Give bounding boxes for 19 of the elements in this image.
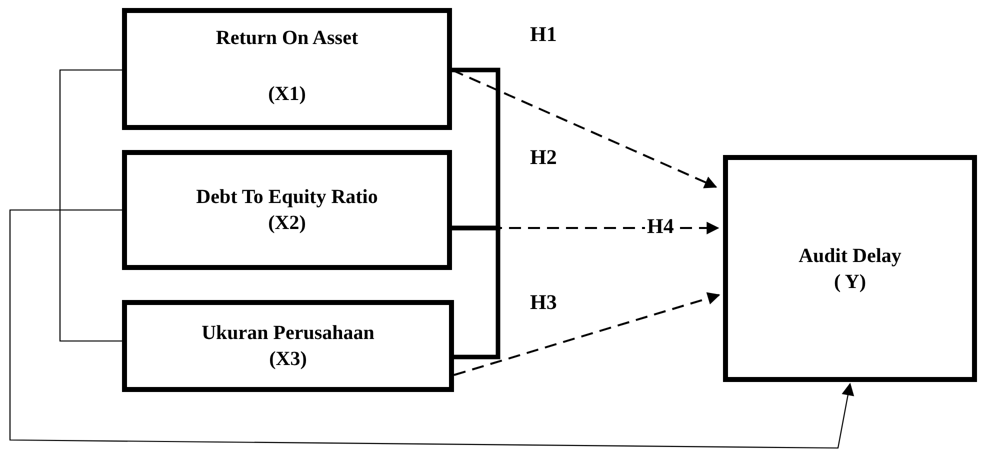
edge-label: H2: [529, 145, 558, 170]
arrow: [9, 209, 854, 449]
variable-label: Debt To Equity Ratio: [196, 185, 378, 210]
connector-line: [59, 69, 122, 342]
variable-label: Ukuran Perusahaan: [202, 321, 374, 346]
variable-label: Audit Delay: [798, 244, 902, 268]
edge-label: H3: [529, 290, 558, 315]
variable-box: [122, 300, 454, 392]
edge-label: H1: [529, 22, 558, 47]
variable-label: Return On Asset: [216, 26, 358, 51]
variable-label: ( Y): [834, 270, 866, 294]
connector-line: [452, 226, 500, 360]
variable-label: (X1): [268, 82, 306, 107]
variable-label: (X3): [269, 347, 307, 372]
variable-label: (X2): [268, 211, 306, 236]
variable-box: [122, 8, 452, 130]
arrow: [454, 292, 720, 376]
variable-box: [723, 155, 977, 382]
variable-box: [122, 150, 452, 270]
